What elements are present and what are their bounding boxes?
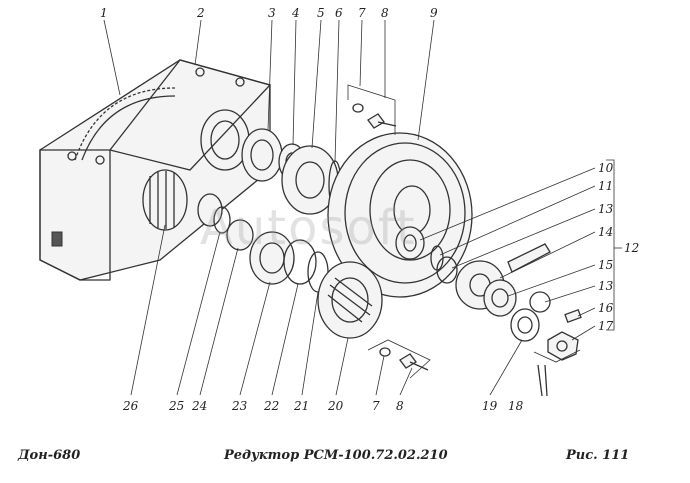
callout-16: 16 (598, 301, 614, 315)
bearing-23 (249, 231, 295, 285)
washer-7-bottom (379, 347, 391, 357)
callout-7-bottom: 7 (372, 399, 380, 413)
snap-ring-25 (213, 206, 231, 234)
sleeve-24 (226, 219, 254, 251)
callout-26: 26 (122, 399, 139, 413)
callout-9: 9 (430, 6, 438, 20)
washer-13b (529, 291, 551, 313)
callout-5: 5 (317, 6, 325, 20)
cover-20 (317, 261, 383, 339)
callout-25: 25 (168, 399, 184, 413)
callout-13: 13 (598, 202, 614, 216)
callout-3: 3 (268, 6, 276, 20)
callout-2: 2 (196, 6, 205, 20)
bracket-18 (533, 349, 581, 363)
pin-16 (564, 309, 582, 323)
bolt-8-bottom (399, 353, 429, 371)
watermark: Autosoft (200, 200, 417, 256)
bracket-top (347, 84, 396, 135)
callouts-bottom: 26 25 24 23 22 21 20 7 8 19 18 (122, 399, 524, 413)
callout-24: 24 (191, 399, 207, 413)
callout-11: 11 (598, 179, 613, 193)
washer-7-top (352, 103, 364, 113)
splined-shaft (142, 169, 223, 231)
callout-15: 15 (598, 258, 613, 272)
callout-10: 10 (598, 161, 614, 175)
bearing-3 (241, 128, 283, 182)
callout-20: 20 (327, 399, 344, 413)
group-bracket (606, 159, 615, 331)
model-caption: Дон-680 (18, 448, 81, 463)
figure-number: Рис. 111 (566, 448, 630, 463)
callout-19: 19 (482, 399, 498, 413)
callout-13b: 13 (598, 279, 614, 293)
ring-gear (74, 87, 176, 161)
leader-lines (103, 19, 596, 396)
pulley-9 (327, 132, 473, 298)
callout-17: 17 (598, 319, 614, 333)
callout-8-bottom: 8 (396, 399, 404, 413)
bearing-10 (395, 226, 425, 260)
callout-22: 22 (263, 399, 279, 413)
callout-4: 4 (291, 6, 300, 20)
bolt-8-top (367, 113, 397, 129)
gearbox-housing (39, 59, 272, 281)
callouts-right: 10 11 13 14 15 13 16 17 12 (598, 161, 639, 333)
callout-23: 23 (231, 399, 248, 413)
callout-1: 1 (100, 6, 108, 20)
nut-17 (547, 331, 579, 361)
washer-13 (436, 256, 458, 284)
callout-8-top: 8 (381, 6, 389, 20)
cotter-pin-18 (537, 364, 548, 397)
ring-19 (510, 308, 540, 342)
bracket-bottom (367, 339, 431, 379)
seal-22 (283, 239, 317, 285)
callout-21: 21 (293, 399, 309, 413)
callout-6: 6 (335, 6, 343, 20)
callout-12: 12 (624, 241, 639, 255)
callout-7-top: 7 (358, 6, 366, 20)
flange-5 (281, 145, 339, 215)
callouts-top: 1 2 3 4 5 6 7 8 9 (100, 6, 438, 20)
callout-18: 18 (508, 399, 524, 413)
assembly-title: Редуктор РСМ-100.72.02.210 (224, 448, 448, 463)
callout-14: 14 (598, 225, 613, 239)
bearing-15 (483, 279, 517, 317)
